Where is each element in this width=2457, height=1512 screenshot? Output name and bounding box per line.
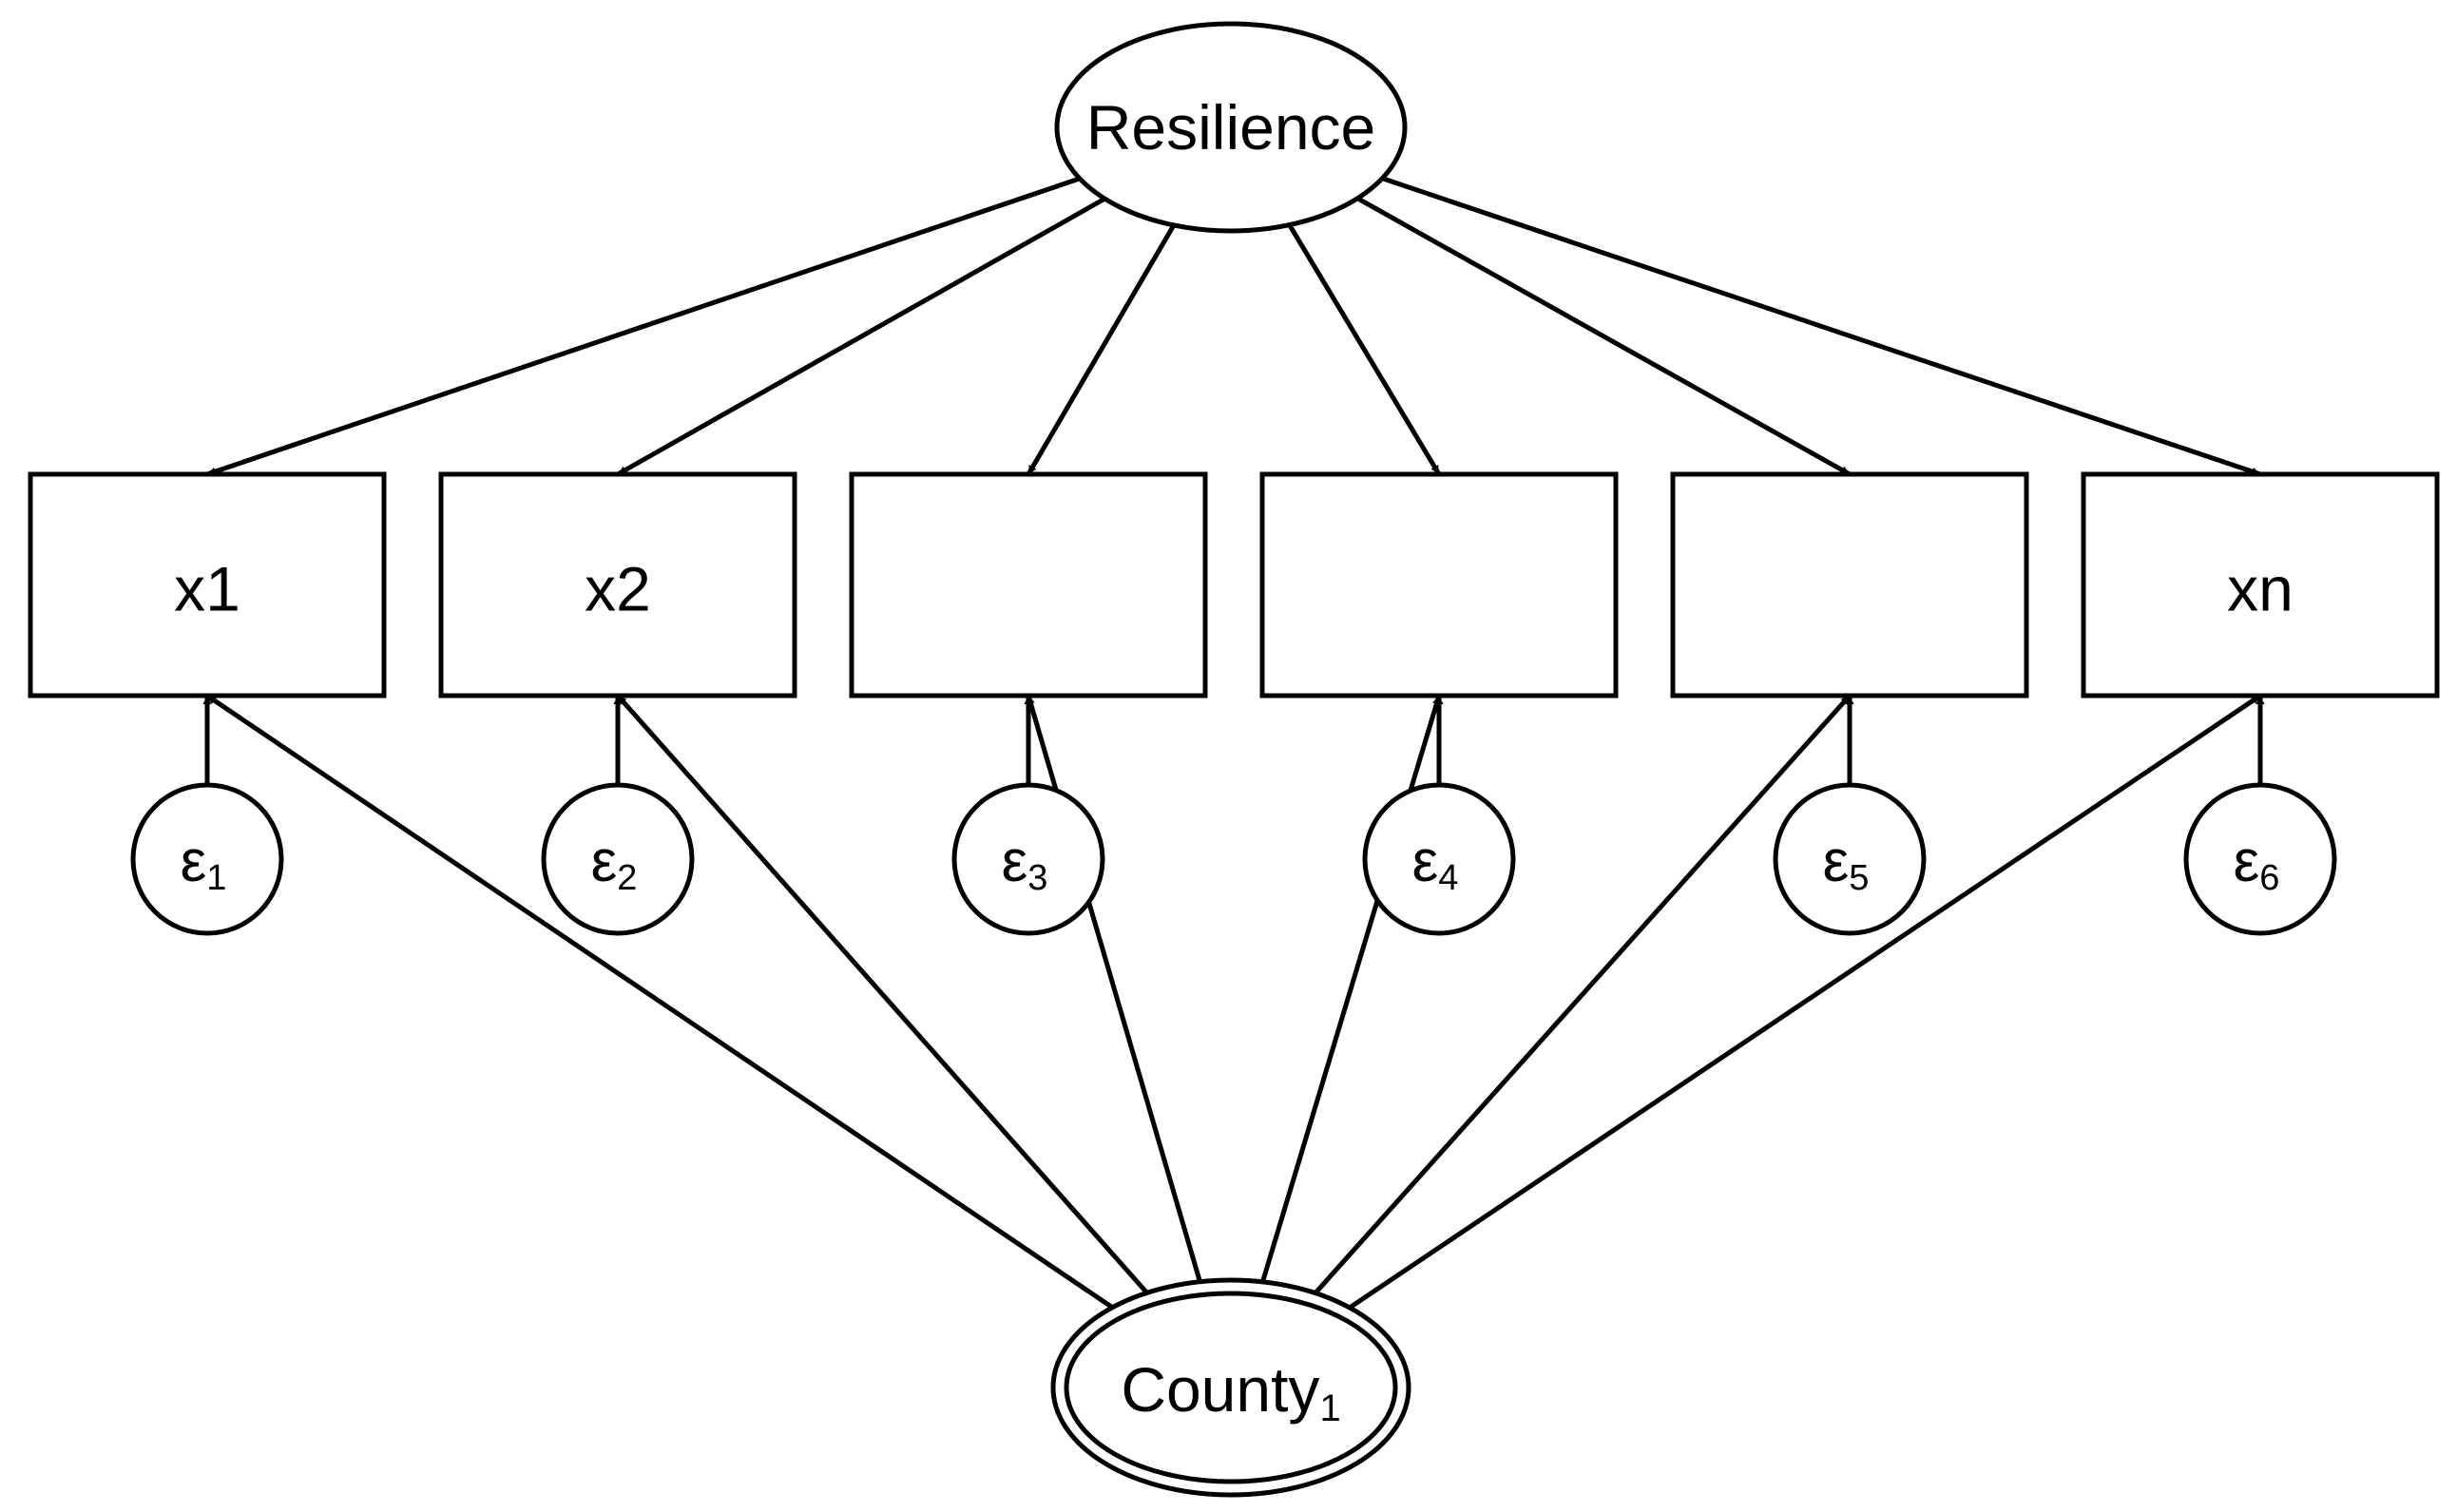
error-symbol: ε <box>1823 829 1850 894</box>
latent-node-county[interactable]: County1 <box>1050 1277 1411 1498</box>
error-symbol: ε <box>591 829 618 894</box>
loading-arrow-6 <box>1381 176 2261 477</box>
indicator-box <box>1259 471 1619 699</box>
error-subscript: 1 <box>206 858 226 898</box>
error-circle <box>130 782 284 936</box>
error-subscript: 4 <box>1438 858 1458 898</box>
county-arrow-3 <box>1026 695 1202 1283</box>
error-subscript: 6 <box>2259 858 2279 898</box>
indicator-label: x2 <box>585 554 651 624</box>
error-subscript: 5 <box>1849 858 1869 898</box>
county-label-text: County <box>1121 1354 1319 1425</box>
error-node-2[interactable]: ε2 <box>541 782 695 936</box>
indicator-label: xn <box>2227 554 2294 624</box>
county-arrow-5 <box>1314 694 1852 1295</box>
error-subscript: 2 <box>617 858 637 898</box>
indicator-node-6[interactable]: xn <box>2081 471 2440 699</box>
error-label: ε3 <box>1002 829 1048 899</box>
error-circle <box>951 782 1105 936</box>
loading-arrow-4 <box>1287 223 1442 476</box>
indicator-box <box>849 471 1208 699</box>
indicator-node-2[interactable]: x2 <box>438 471 797 699</box>
error-label: ε4 <box>1412 829 1459 899</box>
latent-ellipse-inner <box>1064 1291 1398 1484</box>
county-arrow-2 <box>616 694 1149 1295</box>
indicator-node-3[interactable] <box>849 471 1208 699</box>
indicator-node-1[interactable]: x1 <box>28 471 387 699</box>
error-label: ε2 <box>591 829 638 899</box>
loading-arrow-1 <box>206 176 1081 477</box>
county-arrow-6 <box>1348 693 2262 1311</box>
indicator-node-5[interactable] <box>1670 471 2029 699</box>
error-symbol: ε <box>2234 829 2260 894</box>
latent-node-resilience[interactable]: Resilience <box>1054 21 1408 234</box>
path-arrows <box>202 176 2265 1311</box>
error-node-4[interactable]: ε4 <box>1362 782 1516 936</box>
latent-label-county: County1 <box>1121 1354 1340 1429</box>
latent-ellipse <box>1054 21 1408 234</box>
loading-arrow-5 <box>1356 196 1852 477</box>
error-node-5[interactable]: ε5 <box>1773 782 1927 936</box>
error-circle <box>1362 782 1516 936</box>
latent-label-resilience: Resilience <box>1086 92 1375 163</box>
error-subscript: 3 <box>1027 858 1047 898</box>
indicator-label: x1 <box>174 554 240 624</box>
error-label: ε5 <box>1823 829 1870 899</box>
error-label: ε6 <box>2234 829 2280 899</box>
indicator-box <box>438 471 797 699</box>
error-label: ε1 <box>181 829 227 899</box>
loading-arrow-3 <box>1026 223 1177 476</box>
error-symbol: ε <box>181 829 207 894</box>
county-arrow-4 <box>1260 695 1442 1283</box>
indicator-box <box>1670 471 2029 699</box>
indicator-box <box>28 471 387 699</box>
loading-arrow-2 <box>616 196 1106 477</box>
county-arrow-1 <box>205 693 1114 1310</box>
indicator-box <box>2081 471 2440 699</box>
error-node-3[interactable]: ε3 <box>951 782 1105 936</box>
county-label-subscript: 1 <box>1319 1388 1340 1429</box>
error-circle <box>541 782 695 936</box>
error-circle <box>1773 782 1927 936</box>
error-circle <box>2183 782 2337 936</box>
error-symbol: ε <box>1002 829 1028 894</box>
error-node-6[interactable]: ε6 <box>2183 782 2337 936</box>
error-symbol: ε <box>1412 829 1439 894</box>
indicator-node-4[interactable] <box>1259 471 1619 699</box>
error-node-1[interactable]: ε1 <box>130 782 284 936</box>
